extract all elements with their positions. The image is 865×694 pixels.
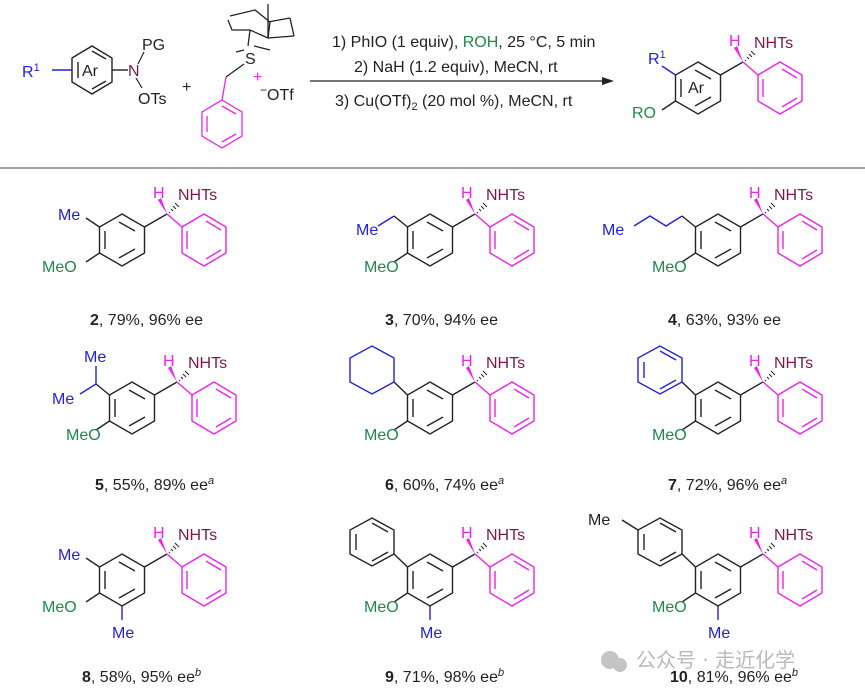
condition-step-2: 2) NaH (1.2 equiv), MeCN, rt (354, 59, 558, 76)
nhts-label: NHTs (774, 355, 813, 372)
compound-8: Me Me MeO H NHTs (42, 525, 227, 642)
h-label: H (749, 185, 761, 202)
methyl-label: Me (420, 625, 442, 642)
pg-label: PG (142, 37, 165, 54)
ots-label: OTs (138, 91, 166, 108)
methyl-label: Me (52, 391, 74, 408)
nhts-label: NHTs (178, 527, 217, 544)
methoxy-label: MeO (652, 259, 687, 276)
h-label: H (163, 353, 175, 370)
ethyl-label: Me (356, 222, 378, 239)
compound-9: Me MeO H NHTs (349, 517, 535, 642)
h-label: H (461, 353, 473, 370)
h-label: H (461, 185, 473, 202)
h-label: H (749, 353, 761, 370)
product-ro-label: RO (632, 105, 656, 122)
compound-8-caption: 8, 58%, 95% eeb (82, 667, 201, 686)
nhts-label: NHTs (774, 187, 813, 204)
methyl-label: Me (112, 625, 134, 642)
plus-sign: + (182, 79, 191, 96)
methoxy-label: MeO (66, 427, 101, 444)
methoxy-label: MeO (364, 259, 399, 276)
h-label: H (749, 525, 761, 542)
compound-10: Me Me MeO H NHTs (588, 512, 823, 642)
compound-7: MeO H NHTs (637, 345, 823, 444)
methyl-label: Me (708, 625, 730, 642)
reactant-sulfonium-salt: S + −OTf (201, 4, 295, 149)
ar-label: Ar (82, 63, 99, 80)
watermark-text: 公众号 · 走近化学 (636, 648, 795, 672)
h-label: H (153, 185, 165, 202)
compound-3: Me MeO H NHTs (356, 185, 535, 276)
r1-label: R1 (22, 62, 40, 81)
nhts-label: NHTs (486, 187, 525, 204)
methyl-label: Me (588, 512, 610, 529)
h-label: H (461, 525, 473, 542)
product-h-label: H (729, 33, 741, 50)
condition-step-3: 3) Cu(OTf)2 (20 mol %), MeCN, rt (335, 93, 573, 113)
sulfur-label: S (245, 51, 256, 68)
watermark: 公众号 · 走近化学 (601, 648, 795, 672)
compound-2: Me MeO H NHTs (42, 185, 227, 276)
compound-4-caption: 4, 63%, 93% ee (668, 312, 781, 329)
methoxy-label: MeO (364, 427, 399, 444)
methyl-label: Me (58, 207, 80, 224)
nhts-label: NHTs (774, 527, 813, 544)
methoxy-label: MeO (652, 599, 687, 616)
product-ar-label: Ar (688, 80, 705, 97)
methyl-label: Me (84, 349, 106, 366)
triflate-label: −OTf (260, 83, 294, 104)
nhts-label: NHTs (486, 355, 525, 372)
n-label: N (128, 63, 140, 80)
product-r1-label: R1 (648, 49, 666, 68)
product-nhts-label: NHTs (754, 35, 793, 52)
compound-5-caption: 5, 55%, 89% eea (95, 475, 214, 494)
nhts-label: NHTs (178, 187, 217, 204)
compound-5: Me Me MeO H NHTs (52, 349, 237, 444)
compound-10-caption: 10, 81%, 96% eeb (670, 667, 798, 686)
sulfonium-charge: + (253, 69, 262, 86)
reactant-aryl-hydroxylamine: Ar R1 N PG OTs (22, 37, 166, 108)
methoxy-label: MeO (652, 427, 687, 444)
methoxy-label: MeO (364, 599, 399, 616)
compound-6-caption: 6, 60%, 74% eea (385, 475, 504, 494)
nhts-label: NHTs (188, 355, 227, 372)
methyl-label: Me (58, 547, 80, 564)
compound-3-caption: 3, 70%, 94% ee (385, 312, 498, 329)
reaction-conditions: 1) PhIO (1 equiv), ROH, 25 °C, 5 min 2) … (310, 34, 614, 113)
compound-6: MeO H NHTs (349, 345, 535, 444)
methoxy-label: MeO (42, 599, 77, 616)
general-product: Ar R1 RO H NHTs (632, 33, 803, 122)
butyl-label: Me (602, 222, 624, 239)
h-label: H (153, 525, 165, 542)
compound-4: Me MeO H NHTs (602, 185, 823, 276)
condition-step-1: 1) PhIO (1 equiv), ROH, 25 °C, 5 min (332, 34, 595, 51)
nhts-label: NHTs (486, 527, 525, 544)
compound-2-caption: 2, 79%, 96% ee (90, 312, 203, 329)
compound-9-caption: 9, 71%, 98% eeb (385, 667, 504, 686)
methoxy-label: MeO (42, 259, 77, 276)
compound-7-caption: 7, 72%, 96% eea (668, 475, 787, 494)
